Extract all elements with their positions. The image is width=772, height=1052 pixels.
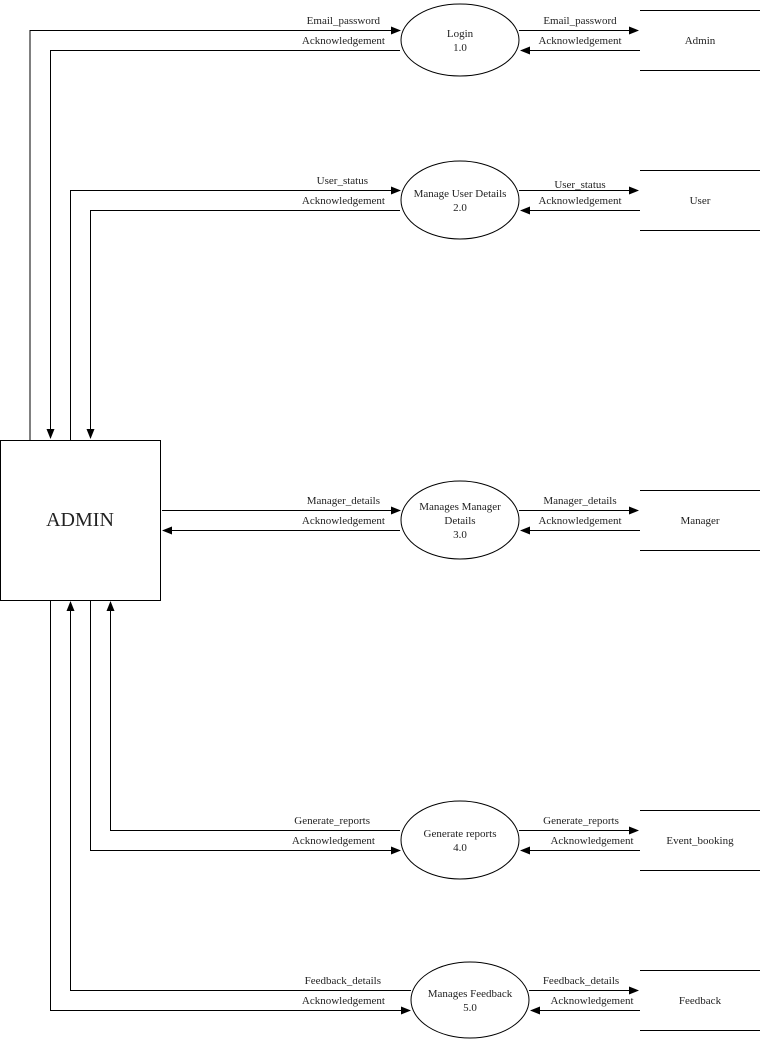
datastore-label: Event_booking xyxy=(666,835,734,847)
flow-email-password-arrow xyxy=(29,26,401,440)
process-name: Manages Feedback xyxy=(428,988,513,1000)
process-name: Generate reports xyxy=(424,828,497,840)
flow-label: Acknowledgement xyxy=(302,35,385,47)
process-login[interactable]: Login 1.0 xyxy=(400,3,520,77)
process-name: Manage User Details xyxy=(414,188,507,200)
flow-label: Acknowledgement xyxy=(302,195,385,207)
flow-label: Feedback_details xyxy=(305,975,381,987)
flow-label: User_status xyxy=(554,179,605,191)
flow-label: Acknowledgement xyxy=(292,835,375,847)
flow-label: Acknowledgement xyxy=(550,835,633,847)
datastore-label: Manager xyxy=(680,515,719,527)
flow-ack-arrow xyxy=(46,50,400,439)
datastore-feedback[interactable]: Feedback xyxy=(640,970,760,1031)
process-name-line-2: Details xyxy=(444,515,475,527)
flow-label: Acknowledgement xyxy=(550,995,633,1007)
process-manages-feedback[interactable]: Manages Feedback 5.0 xyxy=(410,961,530,1039)
process-name-line-1: Manages Manager xyxy=(419,501,501,513)
datastore-label: User xyxy=(690,195,711,207)
datastore-manager[interactable]: Manager xyxy=(640,490,760,551)
flow-arrow xyxy=(66,601,411,991)
flow-label: Acknowledgement xyxy=(538,35,621,47)
datastore-label: Feedback xyxy=(679,995,722,1007)
flow-label: Email_password xyxy=(307,15,381,27)
process-number: 1.0 xyxy=(453,42,467,54)
process-number: 4.0 xyxy=(453,842,467,854)
process-generate-reports[interactable]: Generate reports 4.0 xyxy=(400,800,520,880)
flow-label: Feedback_details xyxy=(543,975,619,987)
flow-label: User_status xyxy=(317,175,368,187)
datastore-label: Admin xyxy=(685,35,716,47)
process-number: 2.0 xyxy=(453,202,467,214)
datastore-user[interactable]: User xyxy=(640,170,760,231)
flow-label: Generate_reports xyxy=(543,815,619,827)
process-number: 3.0 xyxy=(453,529,467,541)
flow-arrow xyxy=(106,601,400,831)
flow-label: Acknowledgement xyxy=(302,995,385,1007)
flow-arrow xyxy=(90,600,401,855)
flow-label: Manager_details xyxy=(543,495,616,507)
flow-label: Acknowledgement xyxy=(538,195,621,207)
flow-label: Manager_details xyxy=(307,495,380,507)
flow-label: Acknowledgement xyxy=(538,515,621,527)
flow-arrow xyxy=(70,186,401,440)
flow-label: Acknowledgement xyxy=(302,515,385,527)
process-manages-manager-details[interactable]: Manages Manager Details 3.0 xyxy=(400,480,520,560)
flow-label: Generate_reports xyxy=(294,815,370,827)
datastore-admin[interactable]: Admin xyxy=(640,10,760,71)
flow-label: Email_password xyxy=(543,15,617,27)
admin-entity-label: ADMIN xyxy=(46,509,114,531)
process-manage-user-details[interactable]: Manage User Details 2.0 xyxy=(400,160,520,240)
admin-entity[interactable]: ADMIN xyxy=(0,440,161,601)
flow-arrow xyxy=(50,600,411,1015)
process-name: Login xyxy=(447,28,474,40)
datastore-event-booking[interactable]: Event_booking xyxy=(640,810,760,871)
process-number: 5.0 xyxy=(463,1002,477,1014)
flow-arrow xyxy=(86,210,400,439)
